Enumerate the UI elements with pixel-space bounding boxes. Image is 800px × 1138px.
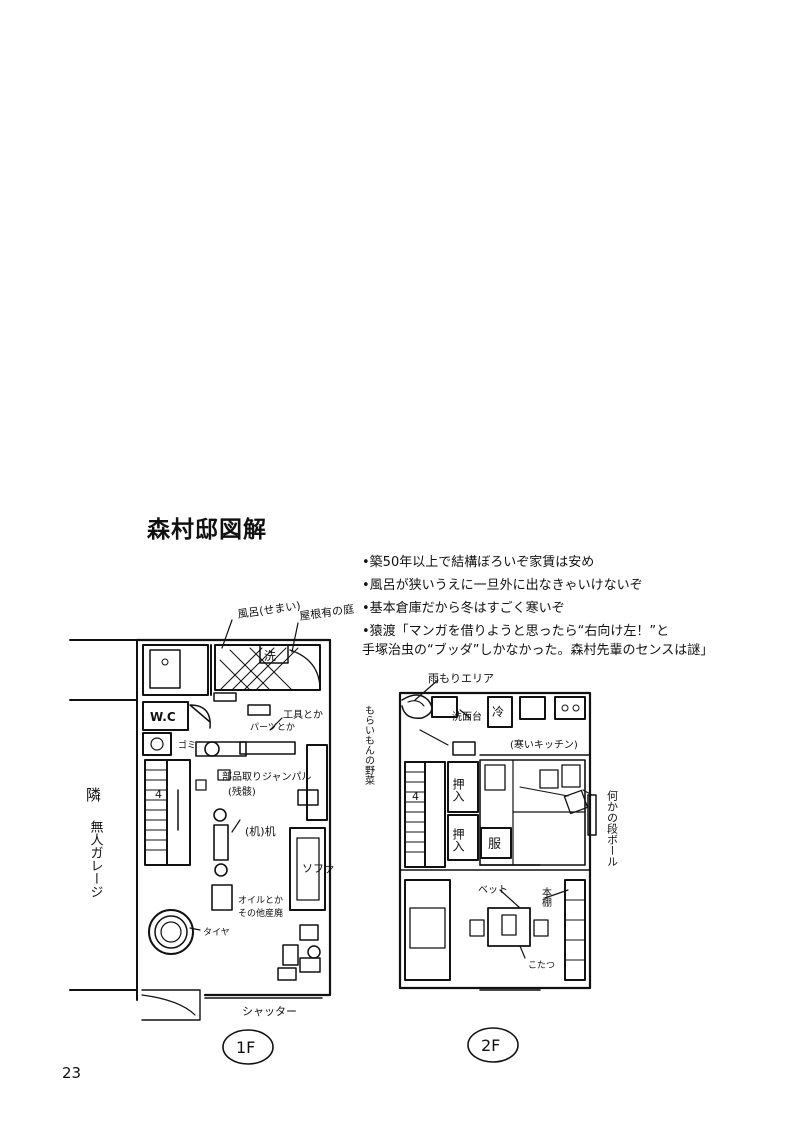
kitchen-label: (寒いキッチン) (510, 738, 578, 751)
page-title: 森村邸図解 (147, 517, 267, 543)
cardboard-label: 何かの段ボール (606, 790, 619, 867)
oil-label: オイルとか (238, 895, 283, 906)
note-item: •風呂が狭いうえに一旦外に出なきゃいけないぞ (362, 576, 782, 595)
note-line: •基本倉庫だから冬はすごく寒いぞ (362, 601, 565, 616)
shutter-label: シャッター (242, 1005, 297, 1018)
bike-project-label: 部品取りジャンパル (222, 770, 312, 783)
page-number: 23 (62, 1064, 82, 1082)
trash-label: ゴミ (178, 739, 196, 751)
fridge (487, 696, 513, 728)
note-item: •猿渡「マンガを借りようと思ったら“右向け左！”と手塚治虫の“ブッダ”しかなかっ… (362, 622, 782, 660)
garden-door-arc (289, 649, 321, 691)
sofa-label: ソファ (302, 862, 335, 875)
washing-machine (259, 644, 289, 664)
clothes-label: 服 (488, 837, 501, 852)
outer-wall-2f (398, 691, 592, 990)
floor-1-label-circle (222, 1029, 274, 1065)
floor-1-label: 1F (236, 1038, 255, 1057)
neighbor-label: 隣 (86, 786, 101, 804)
sink-label: 洗面台 (452, 710, 482, 723)
shelf-label: 本棚 (540, 886, 552, 908)
parts-box (247, 704, 271, 716)
notes-list: •築50年以上で結構ぼろいぞ家賃は安め •風呂が狭いうえに一旦外に出なきゃいけな… (362, 553, 782, 664)
desk-label: (机)机 (245, 824, 276, 838)
motorcycle (195, 741, 296, 911)
stair-number-2f: 4 (412, 790, 419, 803)
wash-label: 洗 (264, 649, 276, 663)
kotatsu-label: こたつ (528, 960, 555, 971)
clothes-box (480, 827, 512, 859)
outer-wall (135, 638, 332, 997)
note-item: •築50年以上で結構ぼろいぞ家賃は安め (362, 553, 782, 572)
wc-label: W.C (150, 710, 176, 724)
note-line-continued: 手塚治虫の“ブッダ”しかなかった。森村先輩のセンスは謎」 (362, 643, 714, 658)
stove-right (554, 696, 586, 720)
staircase-2f (404, 761, 446, 868)
rain-label: 雨もりエリア (428, 672, 494, 685)
bed (404, 879, 451, 981)
floor-2-label-circle (467, 1027, 519, 1063)
roof-garden-label: 屋根有の庭 (298, 601, 354, 623)
bookshelf (564, 879, 586, 981)
vegetable-box (452, 741, 476, 756)
bed-label: ベット (478, 884, 508, 896)
closet-2-label: 押入 (451, 828, 465, 852)
floor-2-plan (398, 679, 597, 1063)
note-item: •基本倉庫だから冬はすごく寒いぞ (362, 599, 782, 618)
wc-room (142, 701, 189, 731)
misc-label: その他産廃 (238, 907, 283, 919)
floor-1-plan (69, 619, 332, 1065)
stove (519, 696, 546, 720)
closet-2 (447, 814, 479, 861)
closet-1-label: 押入 (451, 778, 465, 802)
closet-1 (447, 761, 479, 813)
floor-2-label: 2F (481, 1036, 500, 1055)
tool-shelf (306, 744, 328, 821)
floor-2-labels: 雨もりエリア もらいもんの野菜 洗面台 冷 (寒いキッチン) 押入 押入 服 ベ… (363, 672, 619, 1055)
sink-fixture (431, 696, 458, 718)
note-line: •風呂が狭いうえに一旦外に出なきゃいけないぞ (362, 578, 643, 593)
fan-box (142, 732, 172, 756)
sofa (289, 827, 326, 911)
tools-label: 工具とか (283, 709, 323, 721)
bath-room (142, 644, 209, 696)
tire-label: タイヤ (203, 927, 230, 938)
fridge-label: 冷 (492, 705, 504, 719)
bike-project-sub-label: (残骸) (228, 785, 256, 798)
bath-drain (161, 658, 169, 666)
garage-label: 無人ガレージ (88, 820, 104, 898)
wc-door (189, 704, 211, 729)
note-line: •築50年以上で結構ぼろいぞ家賃は安め (362, 555, 595, 570)
parts-label: パーツとか (250, 722, 295, 733)
roof-garden-hatch (219, 647, 299, 691)
kotatsu (469, 907, 549, 947)
tire (148, 909, 194, 955)
note-line: •猿渡「マンガを借りようと思ったら“右向け左！”と (362, 624, 670, 639)
bathtub (149, 649, 181, 689)
veg-label: もらいもんの野菜 (363, 705, 375, 786)
staircase-1f (144, 759, 191, 866)
junk-pile (277, 924, 321, 981)
stair-number-1f: 4 (155, 788, 162, 801)
bath-label: 風呂(せまい) (237, 599, 302, 621)
